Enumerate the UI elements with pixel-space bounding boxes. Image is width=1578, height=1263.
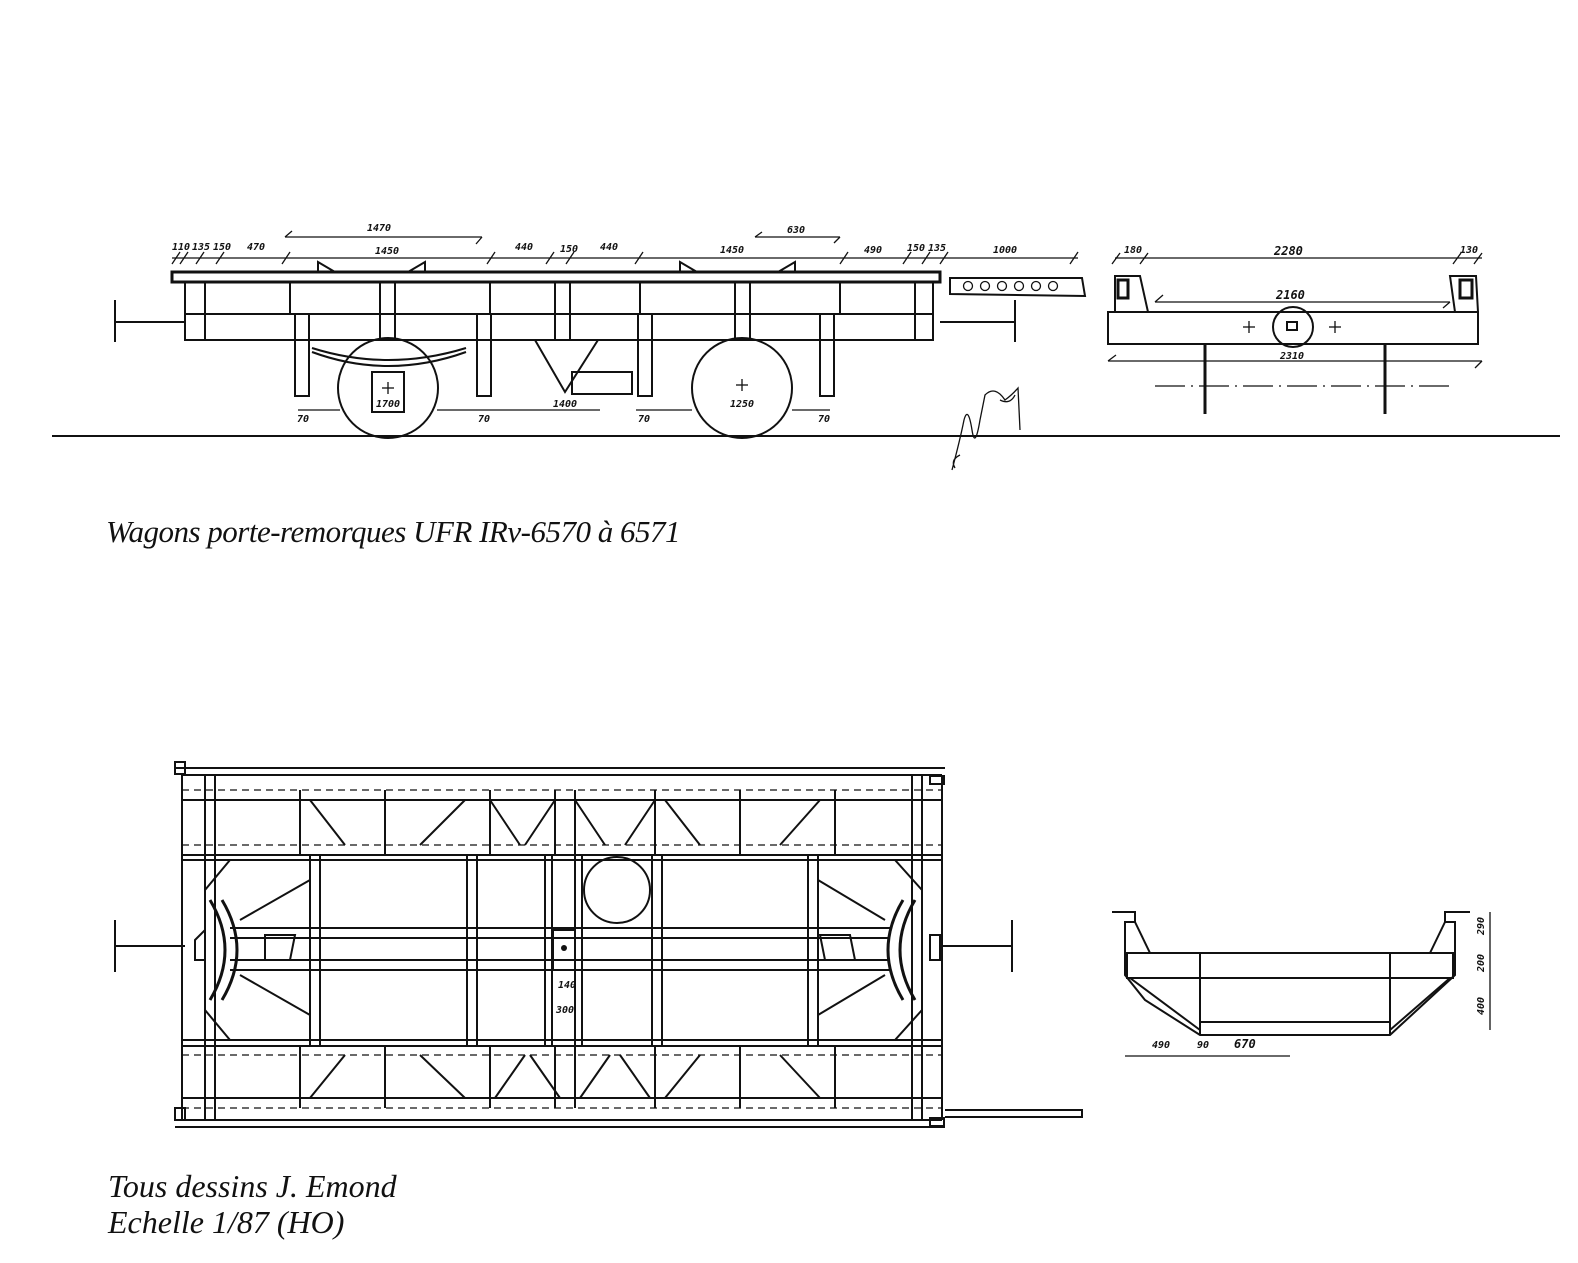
drawing-scale: Echelle 1/87 (HO) [108, 1204, 345, 1240]
dim-label: 2310 [1279, 351, 1304, 362]
dim-label: 150 [907, 243, 925, 254]
dim-label: 1400 [553, 399, 577, 410]
dim-label: 200 [1476, 954, 1487, 973]
truss-diagonals [204, 799, 923, 1099]
wheel-left [337, 337, 439, 439]
dim-label: 140 [558, 980, 576, 991]
drawing-credit: Tous dessins J. Emond [108, 1168, 397, 1204]
dim-label: 440 [515, 242, 533, 253]
dim-label: 1450 [375, 246, 399, 257]
deck [170, 270, 942, 284]
dim-label: 1450 [720, 245, 744, 256]
dim-label: 490 [864, 245, 882, 256]
left-bracket [1114, 275, 1149, 313]
right-bracket [1448, 275, 1479, 313]
legs [294, 313, 835, 397]
dim-label: 1700 [376, 399, 400, 410]
dim-label: 150 [213, 242, 231, 253]
plan-drawbar [945, 1109, 1083, 1118]
dim-label: 490 [1152, 1040, 1170, 1051]
right-buffer-beam-arc [886, 899, 917, 1001]
dim-label: 70 [297, 414, 309, 425]
center-bracket [534, 339, 599, 394]
dim-label: 2280 [1273, 244, 1303, 258]
dim-label: 470 [247, 242, 265, 253]
drawbar [949, 277, 1087, 298]
dim-label: 70 [818, 414, 830, 425]
dim-label: 110 [172, 242, 190, 253]
dim-label: 400 [1476, 997, 1487, 1015]
drawing-title: Wagons porte-remorques UFR IRv-6570 à 65… [106, 514, 680, 549]
dim-label: 90 [1197, 1040, 1209, 1051]
dim-label: 135 [928, 243, 946, 254]
dim-label: 290 [1476, 917, 1487, 936]
pivot-circle [583, 856, 651, 924]
dim-label: 440 [600, 242, 618, 253]
dim-label: 70 [638, 414, 650, 425]
dim-label: 130 [1460, 245, 1478, 256]
upper-beam [184, 281, 934, 315]
plan-view: 140 300 [114, 761, 1083, 1128]
signature [951, 386, 1021, 471]
cross-section: 290 200 400 490 90 670 [1112, 911, 1491, 1057]
left-buffer-beam-arc [208, 899, 239, 1001]
end-view: 180 2280 130 2160 2310 [1107, 244, 1483, 414]
end-beam [1107, 311, 1479, 345]
dim-label: 180 [1124, 245, 1142, 256]
wheel-right [691, 337, 793, 439]
coupling-circle [1272, 306, 1314, 348]
dim-label: 670 [1234, 1037, 1256, 1051]
lower-beam [184, 313, 934, 341]
dim-label: 300 [555, 1005, 574, 1016]
leaf-spring [311, 347, 467, 361]
dim-label: 630 [787, 225, 805, 236]
dim-label: 150 [560, 244, 578, 255]
dim-label: 1000 [993, 245, 1017, 256]
side-view: 110 135 150 470 1450 440 150 440 1450 49… [52, 223, 1560, 471]
dim-label: 135 [192, 242, 210, 253]
dim-label: 70 [478, 414, 490, 425]
dim-label: 1470 [367, 223, 391, 234]
dim-label: 2160 [1275, 288, 1305, 302]
dim-label: 1250 [730, 399, 754, 410]
